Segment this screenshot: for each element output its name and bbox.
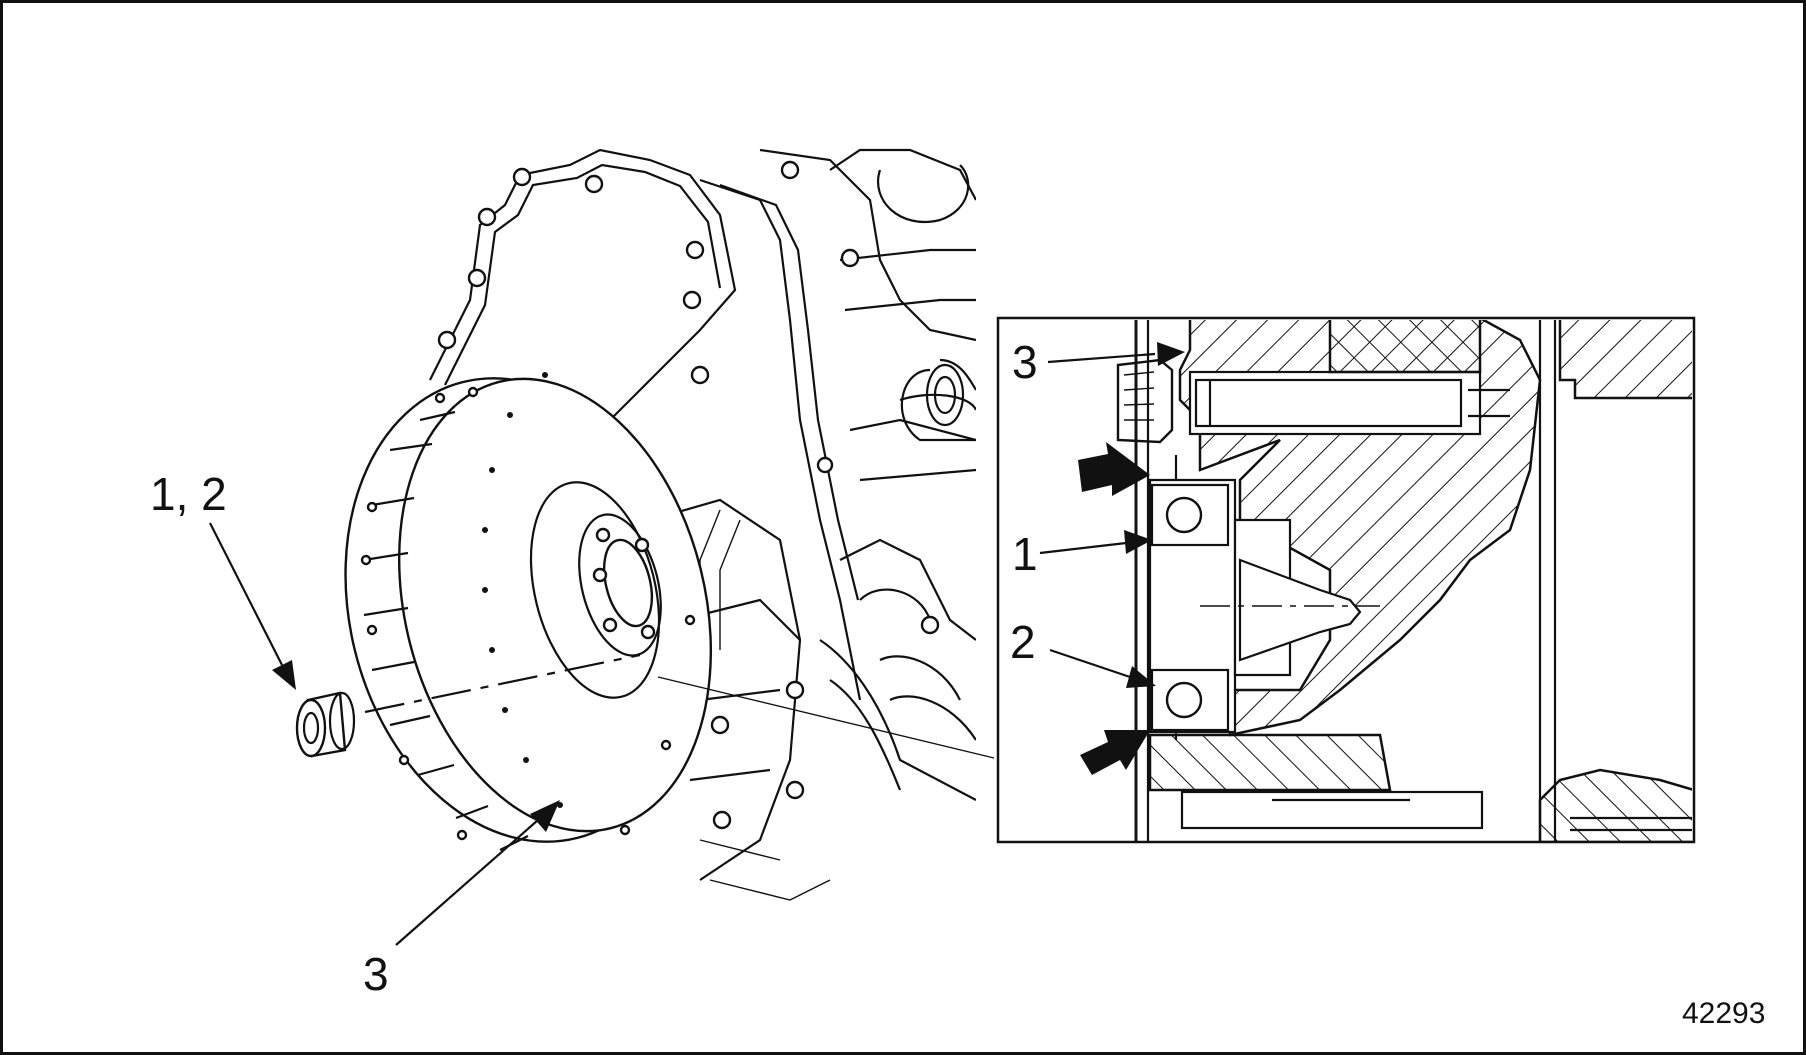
flywheel xyxy=(344,372,995,851)
detail-callout-2-label: 2 xyxy=(1010,616,1036,668)
leader-bearing xyxy=(209,522,296,690)
callout-flywheel-label: 3 xyxy=(363,948,389,1000)
press-arrow-upper xyxy=(1078,442,1150,496)
figure-number: 42293 xyxy=(1682,997,1765,1030)
engine-block xyxy=(429,148,976,901)
leader-flywheel xyxy=(395,800,560,946)
detail-callout-3-label: 3 xyxy=(1012,336,1038,388)
pilot-bearing xyxy=(295,691,356,758)
detail-cross-section xyxy=(996,316,1696,844)
detail-callout-1-label: 1 xyxy=(1012,528,1038,580)
press-arrow-lower xyxy=(1080,730,1150,775)
callout-bearing-label: 1, 2 xyxy=(150,468,227,520)
